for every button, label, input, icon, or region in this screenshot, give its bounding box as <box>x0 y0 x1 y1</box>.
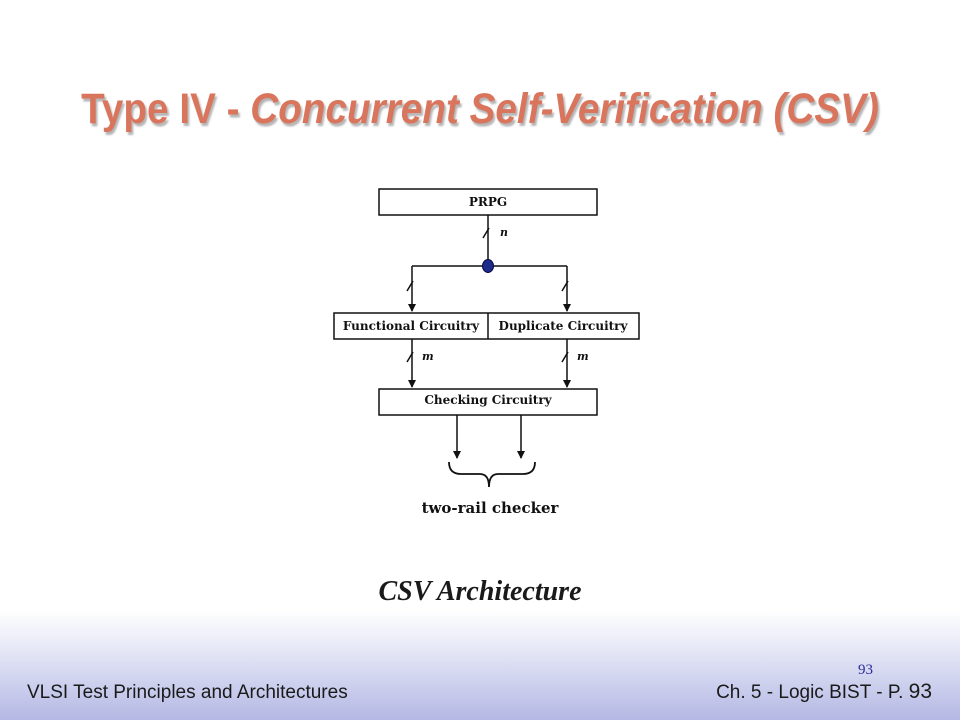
footer-page-number: 93 <box>908 680 932 703</box>
bus-width-tick <box>561 351 569 363</box>
right-output-bus-label: m <box>577 350 589 363</box>
two-rail-outputs: two-rail checker <box>422 415 560 517</box>
prpg-output-bus: n <box>482 215 508 266</box>
fanout-branches <box>406 259 571 312</box>
bus-width-tick <box>482 227 490 239</box>
checking-circuitry-label: Checking Circuitry <box>424 393 552 407</box>
bus-width-tick <box>561 280 569 292</box>
prpg-block: PRPG <box>378 188 598 216</box>
prpg-bus-width-label: n <box>500 226 508 239</box>
functional-circuitry-label: Functional Circuitry <box>343 319 480 333</box>
bus-width-tick <box>406 280 414 292</box>
title-emphasis: Concurrent Self-Verification (CSV) <box>250 85 879 133</box>
left-output-bus-label: m <box>422 350 434 363</box>
circuit-under-test-block: Functional Circuitry Duplicate Circuitry <box>333 312 640 340</box>
checker-brace <box>448 461 536 488</box>
slide-number: 93 <box>858 662 873 678</box>
footer-chapter-text: Ch. 5 - Logic BIST - P. <box>716 682 904 703</box>
title-prefix: Type IV - <box>81 85 251 133</box>
duplicate-circuitry-label: Duplicate Circuitry <box>499 319 629 333</box>
circuit-output-buses: m m <box>406 339 589 388</box>
two-rail-checker-label: two-rail checker <box>422 499 560 517</box>
checking-circuitry-block: Checking Circuitry <box>378 388 598 416</box>
footer-band <box>0 610 960 720</box>
slide-title: Type IV - Concurrent Self-Verification (… <box>48 85 912 133</box>
bus-width-tick <box>406 351 414 363</box>
footer-chapter: Ch. 5 - Logic BIST - P. 93 <box>716 680 932 704</box>
footer-course-title: VLSI Test Principles and Architectures <box>27 682 348 703</box>
prpg-label: PRPG <box>469 195 507 209</box>
fanout-node <box>482 259 494 273</box>
diagram-caption: CSV Architecture <box>378 576 582 607</box>
